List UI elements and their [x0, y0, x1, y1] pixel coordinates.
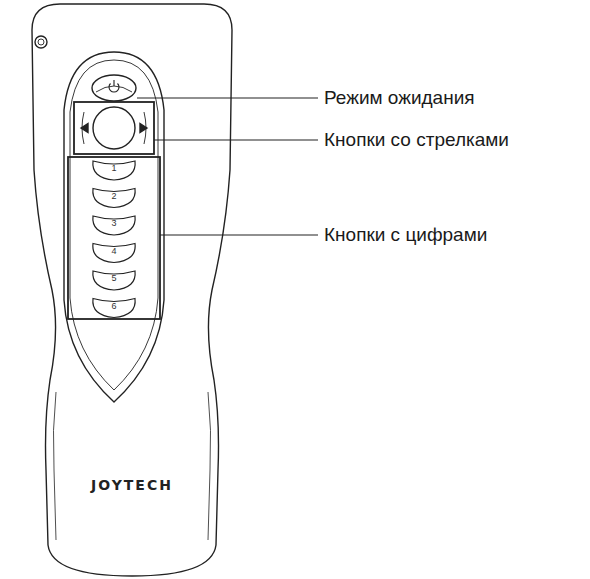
- number-button: [93, 161, 135, 180]
- arrow-pad-ring: [82, 112, 146, 144]
- brand-logo: JOYTECH: [91, 478, 173, 493]
- button-panel: [64, 52, 164, 402]
- button-digit: 4: [111, 247, 116, 257]
- leader-line: [154, 139, 318, 140]
- button-digit: 5: [111, 274, 116, 284]
- power-symbol: [109, 80, 119, 92]
- callout-label: Режим ожидания: [324, 88, 475, 109]
- right-arrow: [140, 124, 147, 133]
- ok-button: [93, 107, 135, 149]
- body-seam: [53, 392, 210, 540]
- number-button: [93, 244, 135, 263]
- leader-line: [137, 97, 318, 98]
- button-digit: 6: [111, 302, 116, 312]
- left-arrow: [81, 124, 88, 133]
- number-button: [93, 271, 135, 290]
- button-panel-inner: [70, 60, 158, 390]
- arrow-group-frame: [74, 102, 154, 154]
- number-button: [93, 216, 135, 235]
- number-group-frame: [68, 157, 160, 319]
- number-button: [93, 299, 135, 318]
- callout-label: Кнопки с цифрами: [324, 225, 487, 246]
- button-digit: 1: [111, 164, 116, 174]
- number-button: [93, 189, 135, 208]
- indicator-led-inner: [38, 39, 44, 45]
- number-buttons: [93, 161, 135, 318]
- button-digit: 2: [111, 192, 116, 202]
- standby-button: [92, 75, 136, 101]
- callout-label: Кнопки со стрелками: [324, 130, 509, 151]
- button-digit: 3: [111, 219, 116, 229]
- standby-button-rim: [96, 86, 132, 92]
- indicator-led: [35, 36, 47, 48]
- leader-line: [160, 234, 318, 235]
- remote-body: [32, 4, 232, 576]
